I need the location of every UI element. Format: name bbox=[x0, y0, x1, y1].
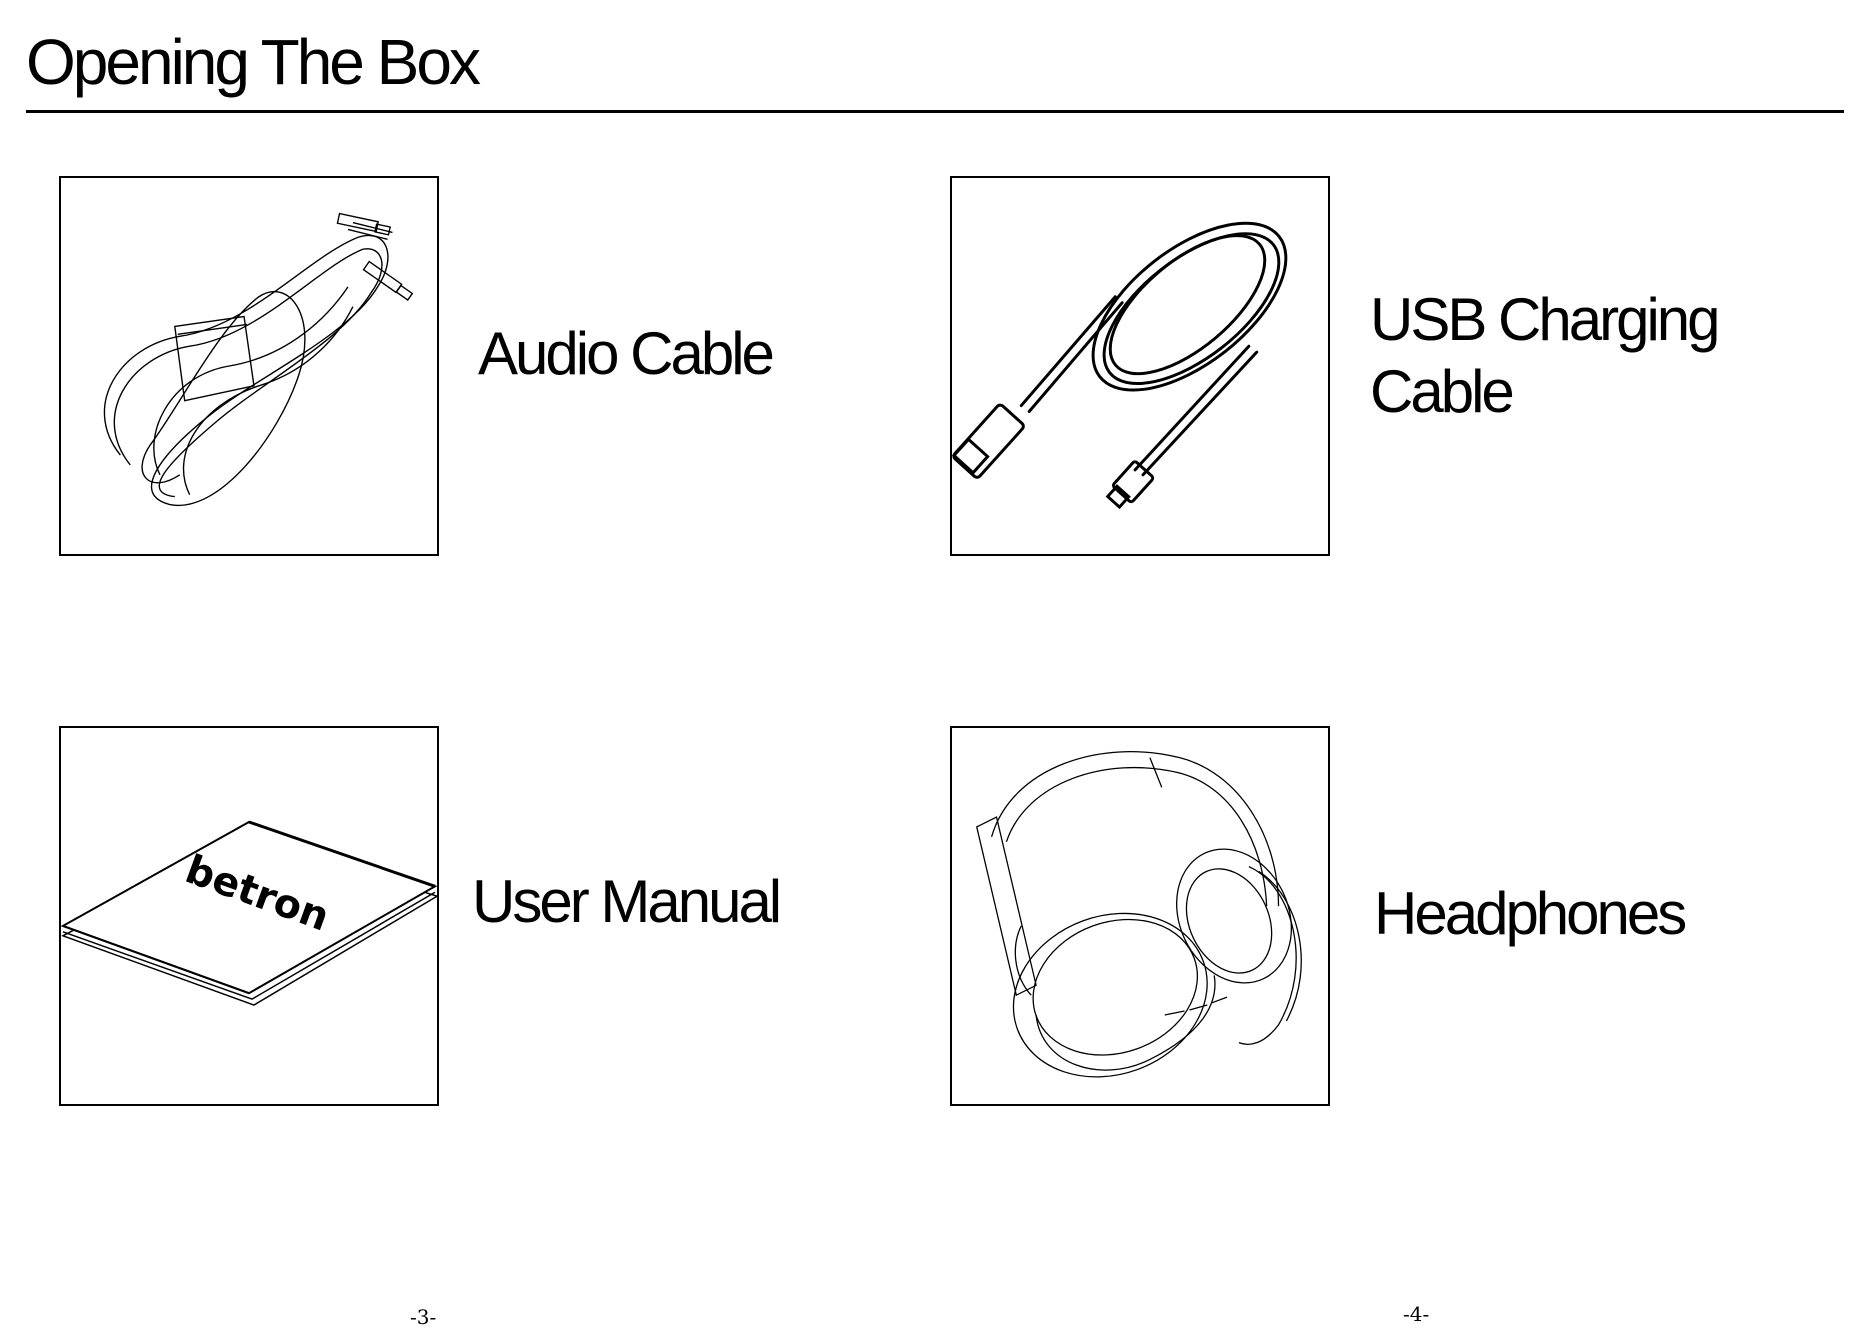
page-title: Opening The Box bbox=[26, 30, 478, 94]
audio-cable-label: Audio Cable bbox=[478, 318, 772, 390]
audio-cable-illustration bbox=[61, 178, 437, 554]
user-manual-image: betron bbox=[59, 726, 439, 1106]
page-number-left: -3- bbox=[410, 1305, 436, 1329]
usb-cable-illustration bbox=[952, 178, 1328, 554]
page-number-right: -4- bbox=[1403, 1302, 1429, 1326]
user-manual-illustration: betron bbox=[61, 728, 437, 1104]
headphones-image bbox=[950, 726, 1330, 1106]
title-divider bbox=[26, 110, 1844, 113]
usb-cable-label: USB Charging Cable bbox=[1370, 284, 1830, 428]
headphones-illustration bbox=[952, 728, 1328, 1104]
usb-cable-image bbox=[950, 176, 1330, 556]
headphones-label: Headphones bbox=[1374, 878, 1684, 950]
user-manual-label: User Manual bbox=[472, 866, 779, 938]
audio-cable-image bbox=[59, 176, 439, 556]
